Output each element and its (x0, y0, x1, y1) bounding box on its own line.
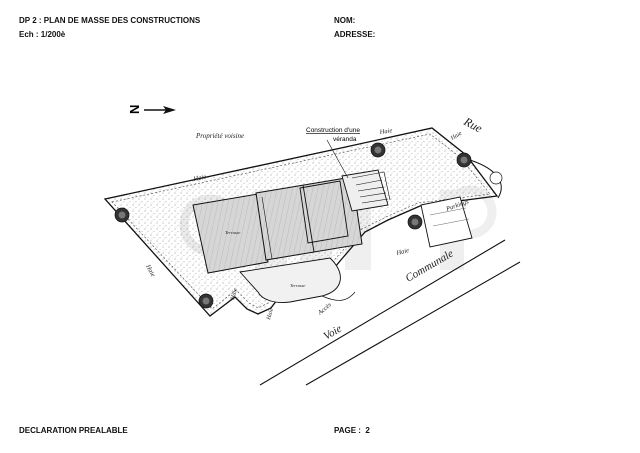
access-path (321, 291, 356, 301)
page-number: 2 (365, 426, 370, 435)
label-haie-top-right: Haie (449, 131, 463, 143)
road-voie-communale (259, 239, 521, 386)
label-terrasse-upper: Terrasse (225, 230, 240, 235)
adresse-label: ADRESSE: (334, 30, 376, 39)
nom-label: NOM: (334, 16, 356, 25)
label-voie: Voie (322, 323, 345, 343)
tree-icon (407, 214, 423, 230)
label-rue: Rue (461, 114, 486, 136)
house-roof (192, 169, 389, 274)
staircase (351, 171, 391, 204)
page-title: DP 2 : PLAN DE MASSE DES CONSTRUCTIONS (19, 16, 201, 25)
label-haie-left-top: Haie (192, 173, 207, 183)
label-haie-bottom-b: Haie (266, 307, 275, 321)
scale-label: Ech : 1/200è (19, 30, 66, 39)
veranda-outline (299, 180, 349, 244)
label-haie-left-side: Haie (144, 263, 157, 278)
label-haie-top: Haie (378, 127, 393, 136)
north-arrow-icon (144, 106, 176, 114)
footer-declaration: DECLARATION PREALABLE (19, 426, 128, 435)
veranda-leader (326, 139, 349, 179)
tree-icon (370, 142, 386, 158)
tree-icon (114, 207, 130, 223)
parking-area (420, 196, 473, 248)
tree-icon (198, 293, 214, 309)
label-haie-right: Haie (395, 247, 410, 257)
label-terrasse-lower: Terrasse (290, 283, 305, 288)
label-haie-bottom-a: Haie (230, 287, 239, 301)
page-label: PAGE : (334, 426, 361, 435)
tree-icon (489, 171, 503, 185)
label-propriete-voisine: Propriété voisine (195, 132, 244, 140)
footer-page: PAGE : 2 (334, 426, 370, 435)
terrace-lower (239, 257, 341, 303)
label-construction-line1: Construction d'une (306, 127, 360, 134)
label-acces: Accès (316, 301, 333, 317)
label-construction-line2: véranda (333, 136, 357, 143)
tree-icon (456, 152, 472, 168)
north-letter: N (127, 105, 142, 114)
